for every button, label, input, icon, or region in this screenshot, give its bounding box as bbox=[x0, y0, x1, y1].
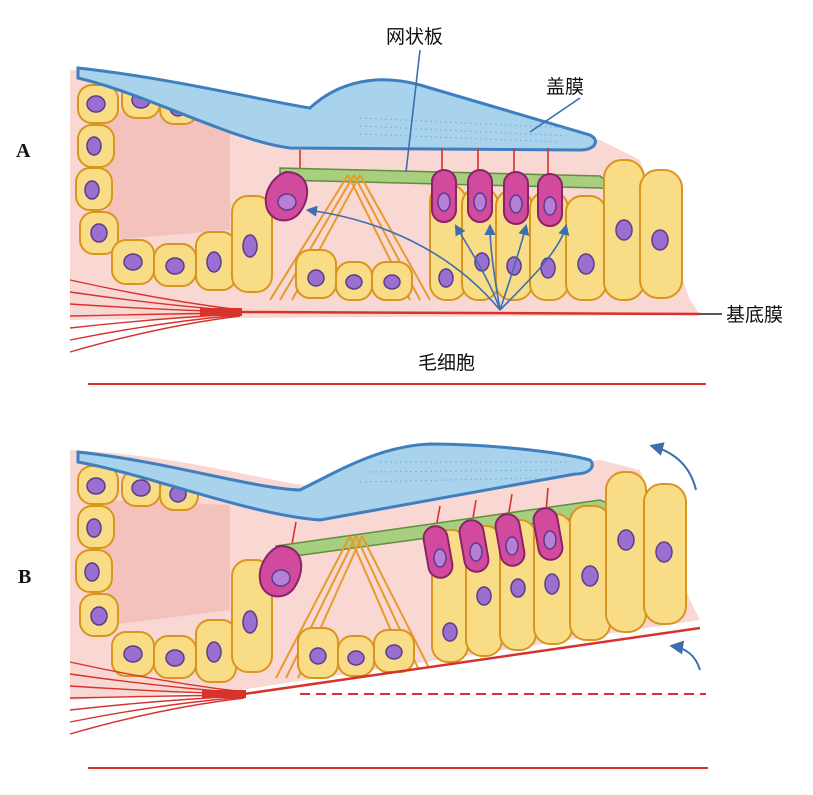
panel-a-basilar-membrane bbox=[239, 310, 701, 316]
hair-cells-label: 毛细胞 bbox=[418, 352, 476, 374]
basilar-lift-arrow bbox=[669, 640, 701, 671]
panel-b-label: B bbox=[18, 566, 32, 588]
panel-a-label: A bbox=[16, 140, 31, 162]
panel-b-drawing bbox=[69, 442, 708, 769]
reticular-lamina-label: 网状板 bbox=[386, 26, 444, 48]
panel-b-basilar-membrane bbox=[243, 626, 701, 696]
upward-motion-arrow bbox=[649, 442, 697, 491]
tectorial-membrane-label: 盖膜 bbox=[546, 76, 585, 98]
panel-b-tectorial-membrane bbox=[76, 442, 594, 522]
panel-a-tectorial-membrane bbox=[76, 66, 597, 152]
panel-a-drawing bbox=[69, 49, 722, 385]
basilar-membrane-label: 基底膜 bbox=[726, 304, 784, 326]
